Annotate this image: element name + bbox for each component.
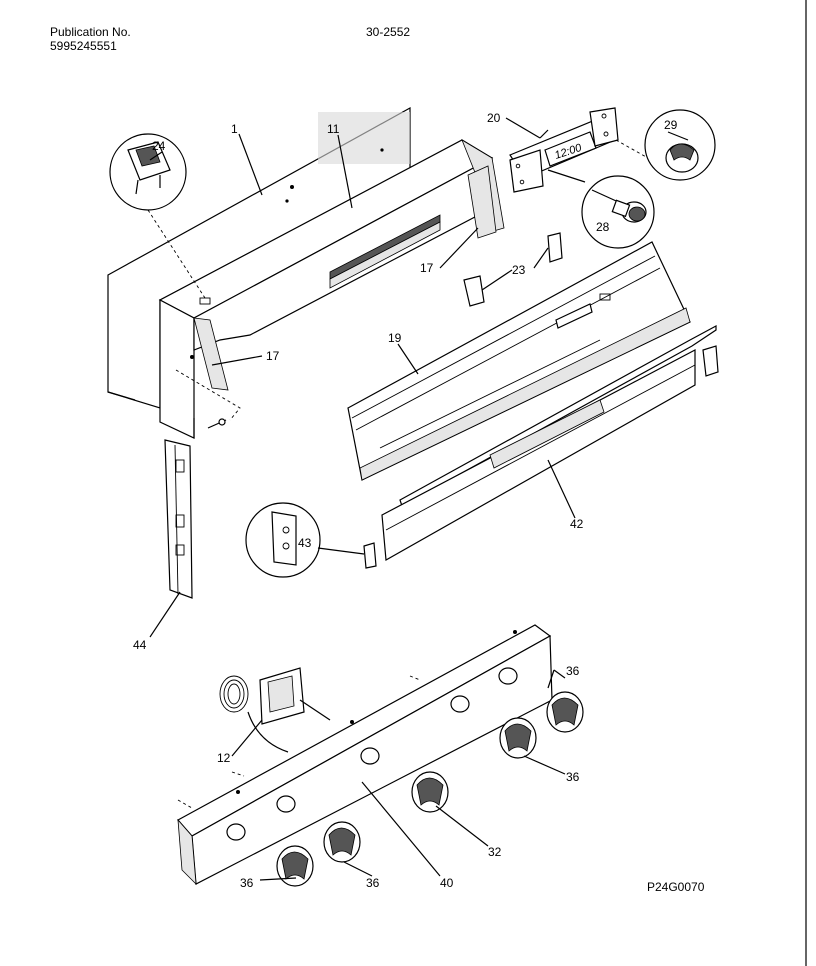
callout-17-left: 17 <box>266 349 280 363</box>
callout-43: 43 <box>298 536 312 550</box>
callout-44: 44 <box>133 638 147 652</box>
callout-11: 11 <box>327 122 340 136</box>
callout-40: 40 <box>440 876 454 890</box>
publication-label: Publication No. <box>50 25 131 39</box>
publication-number: 5995245551 <box>50 39 117 53</box>
callout-20: 20 <box>487 111 501 125</box>
callout-36-mid: 36 <box>566 770 580 784</box>
control-bracket-40 <box>177 624 553 886</box>
knob-36-left <box>276 845 314 887</box>
knob-36-top <box>546 691 584 733</box>
clock-stem-callout <box>581 175 655 249</box>
callout-19: 19 <box>388 331 402 345</box>
clock-module: 12:00 <box>509 107 649 193</box>
backguard-console <box>158 139 505 439</box>
callout-23: 23 <box>512 263 526 277</box>
rocker-switch-callout <box>109 133 206 299</box>
back-panel <box>107 106 411 409</box>
figure-code: P24G0070 <box>647 880 705 894</box>
control-panel-19 <box>347 241 691 481</box>
screw <box>175 369 241 429</box>
callout-36-top: 36 <box>566 664 580 678</box>
leader-lines <box>149 117 689 881</box>
clock-knob-callout <box>644 109 716 181</box>
callout-29: 29 <box>664 118 678 132</box>
callout-28: 28 <box>596 220 610 234</box>
model-number: 30-2552 <box>366 25 411 39</box>
callout-32: 32 <box>488 845 502 859</box>
callout-36-left: 36 <box>240 876 254 890</box>
brackets-23 <box>463 232 563 307</box>
callout-24: 24 <box>152 139 166 153</box>
knob-36-lower <box>323 821 361 863</box>
callout-17-right: 17 <box>420 261 434 275</box>
thermostat-12 <box>219 667 331 753</box>
knob-32 <box>411 771 449 813</box>
callout-36-lower: 36 <box>366 876 380 890</box>
knob-36-mid <box>499 717 537 759</box>
callout-12: 12 <box>217 751 231 765</box>
callout-1: 1 <box>231 122 238 136</box>
clip-callout <box>245 502 377 578</box>
trim-rail-42 <box>381 324 719 561</box>
callout-42: 42 <box>570 517 584 531</box>
side-trim-44 <box>164 439 193 599</box>
